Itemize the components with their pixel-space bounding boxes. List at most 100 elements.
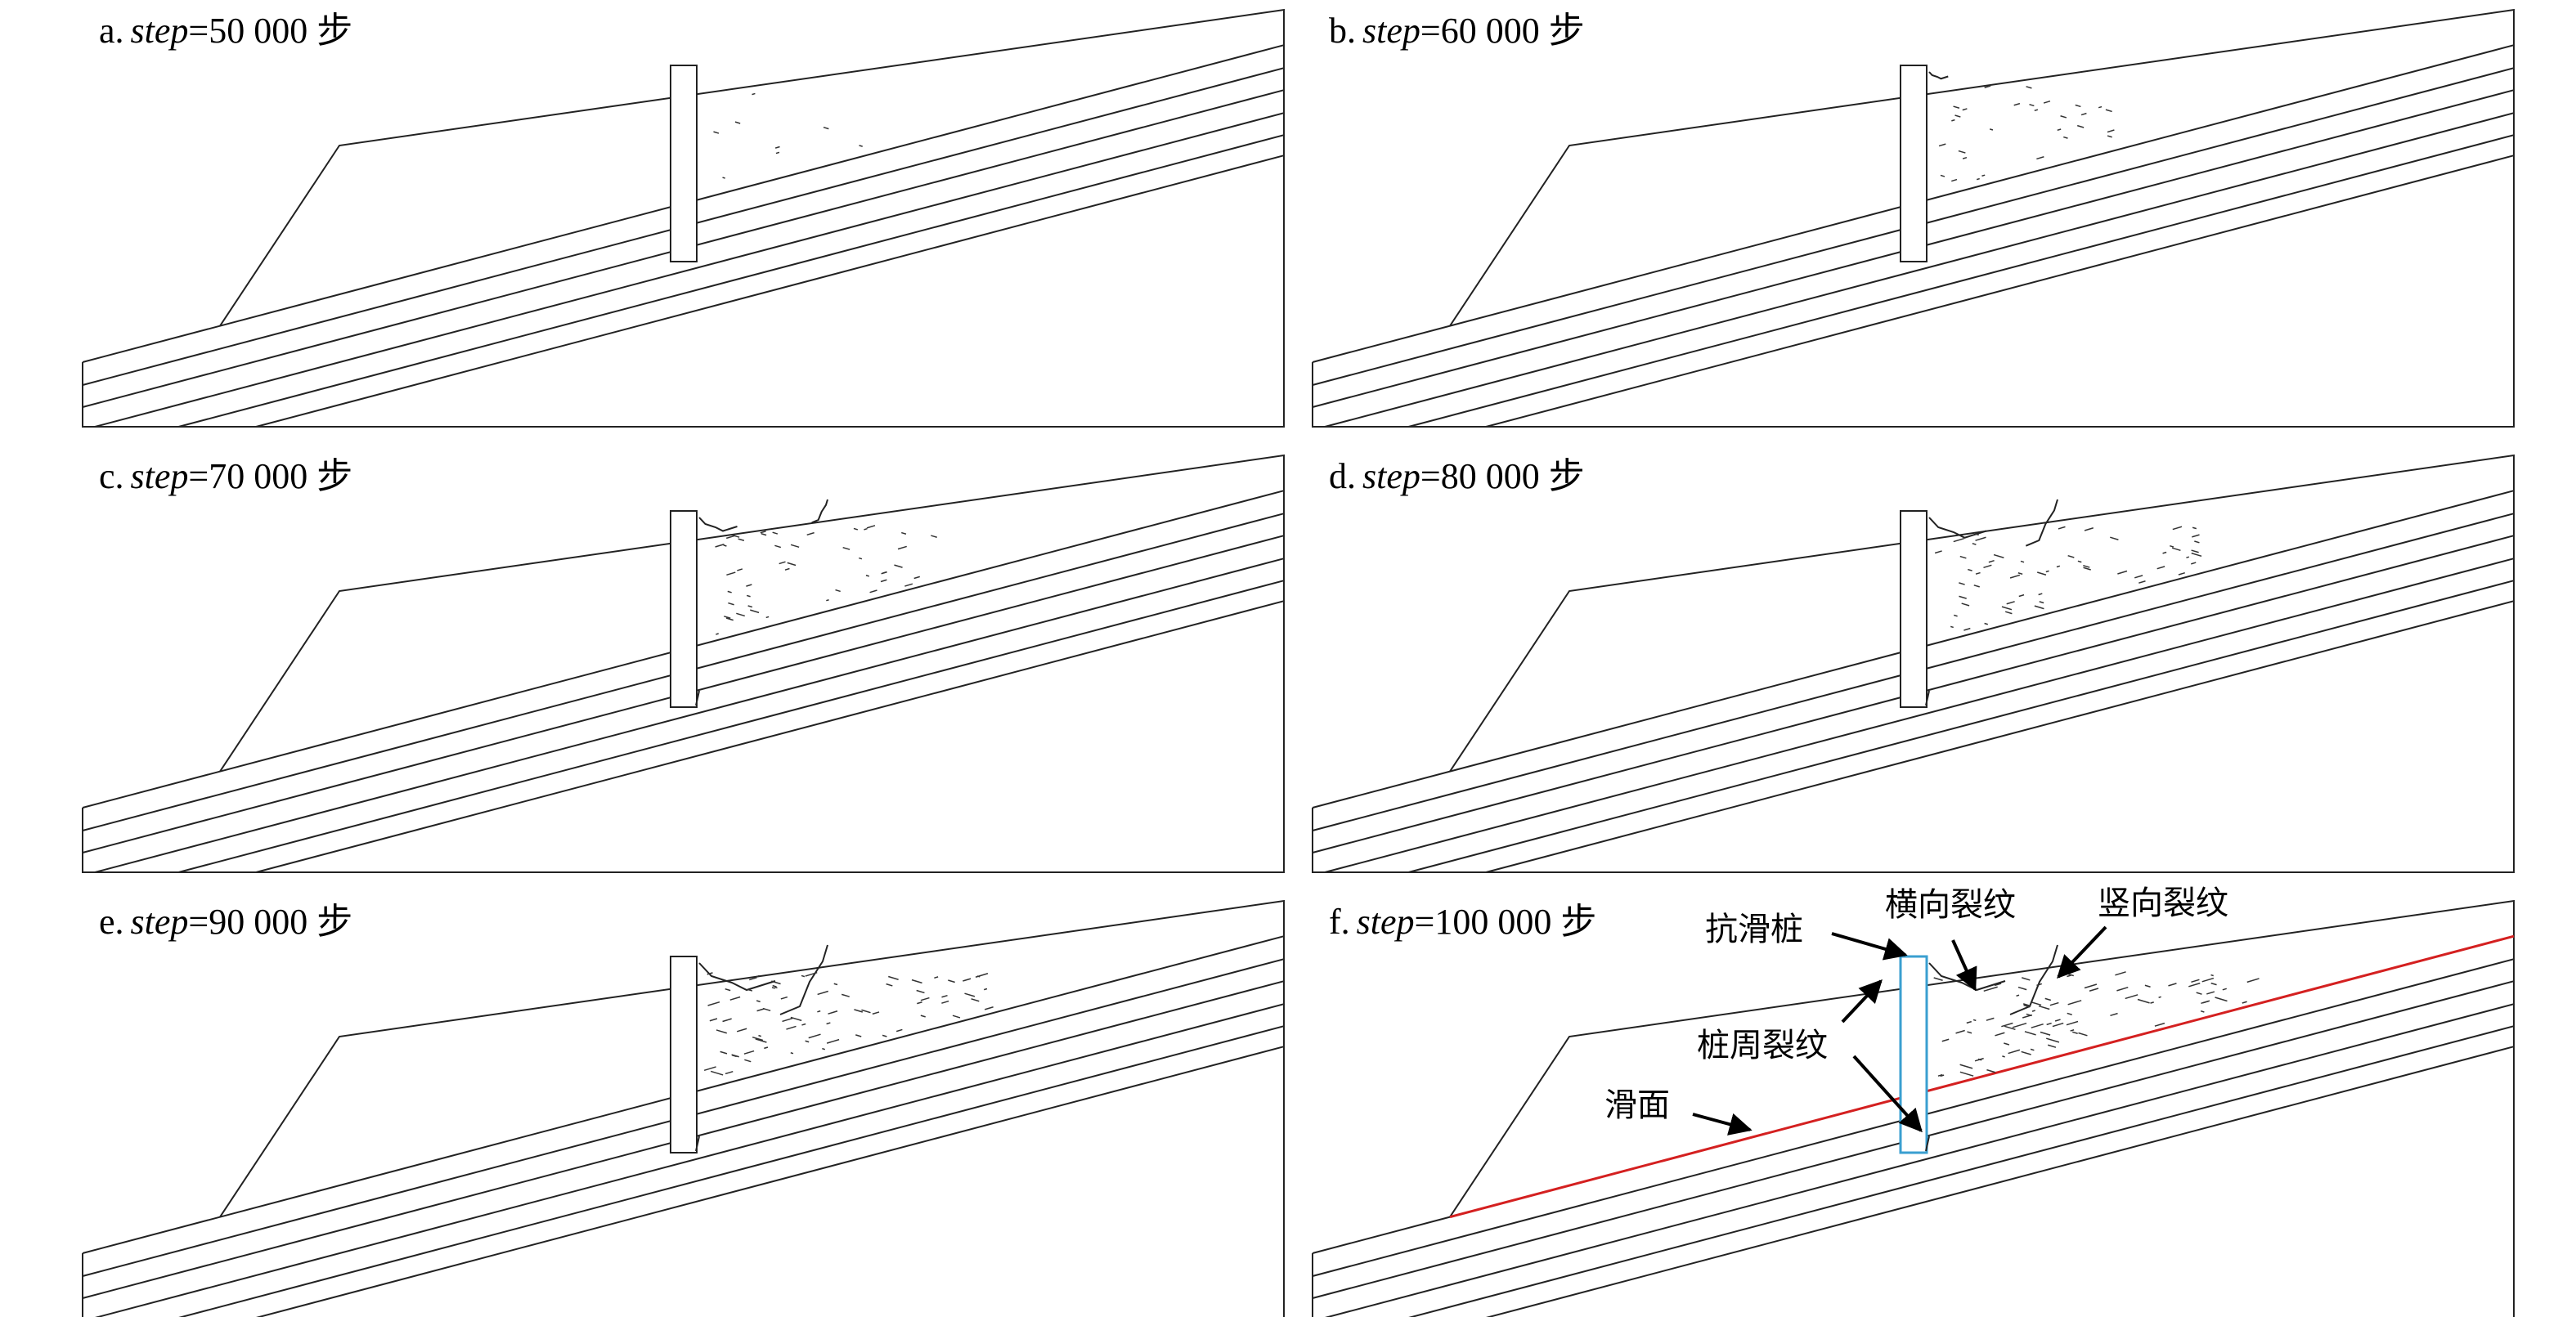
crack-fragment [882,1034,887,1037]
crack-fragment [823,126,829,130]
crack-fragment [1954,114,1961,118]
crack-fragment [2067,1000,2082,1006]
panel-label: e.step=90 000 步 [99,902,352,942]
crack-fragment [2031,1023,2044,1028]
crack-fragment [761,533,767,536]
crack-fragment [2013,102,2021,106]
crack-fragment [2191,552,2202,558]
crack-fragment [750,609,760,614]
crack-fragment [2008,1049,2021,1055]
crack-fragment [1976,177,1980,181]
crack-fragment [1962,156,1968,159]
crack-fragment [755,1038,767,1043]
crack-fragment [2026,86,2032,89]
crack-fragment [2067,554,2075,558]
crack-fragment [2036,156,2044,160]
crack-fragment [2004,1025,2016,1031]
crack-fragment [756,974,760,978]
crack-fragment [2046,1022,2052,1026]
layer-line [94,112,1285,428]
layer-line [255,600,1285,873]
crack-fragment [2012,1022,2027,1028]
crack-fragment [1937,1073,1943,1077]
crack-fragment [817,990,828,996]
label-transverse-crack: 横向裂纹 [1885,886,2016,924]
anti-slide-pile [670,510,698,708]
anti-slide-pile [1900,65,1928,262]
crack-fragment [2052,1022,2064,1028]
crack-fragment [722,177,725,179]
arrow-pile-crack-lower [1852,1055,1923,1133]
crack-fragment [2206,991,2215,995]
crack-fragment [2017,572,2023,576]
crack-fragment [1959,555,1967,559]
layer-line [1485,600,2515,873]
crack-fragment [1975,533,1979,536]
layer-line [178,580,1285,873]
crack-fragment [729,996,741,1001]
crack-fragment [1961,603,1970,607]
crack-fragment [2018,594,2025,598]
crack-fragment [805,971,818,977]
layer-line [178,134,1285,428]
slip-surface-line [1449,934,2515,1219]
crack-fragment [790,1052,794,1055]
crack-fragment [1972,1019,1977,1022]
crack-fragment [1951,178,1958,182]
label-slip-surface: 滑面 [1604,1086,1670,1124]
crack-fragment [1983,986,1998,992]
crack-fragment [872,1011,880,1015]
crack-fragment [2063,136,2068,139]
crack-fragment [1984,85,1991,88]
crack-fragment [826,599,829,602]
layer-line [1324,112,2515,428]
pile-crack [1925,1136,1930,1152]
crack-fragment [743,1050,755,1055]
crack-fragment [2171,547,2181,552]
crack-fragment [2110,1012,2118,1017]
crack-fragment [2188,982,2201,988]
crack-fragment [774,146,780,149]
crack-fragment [2144,984,2151,988]
crack-fragment [2006,601,2015,605]
crack-fragment [2194,540,2200,544]
crack-fragment [1951,119,1955,122]
crack-fragment [1975,536,1986,541]
crack-fragment [720,1050,728,1055]
vertical-crack [2025,499,2058,547]
crack-fragment [2046,1037,2060,1043]
crack-fragment [2191,562,2197,565]
panel-c: c.step=70 000 步 [82,454,1285,873]
crack-fragment [703,1066,716,1072]
crack-fragment [842,546,850,550]
crack-fragment [826,1038,840,1044]
label-pile-crack: 桩周裂纹 [1697,1027,1828,1064]
crack-fragment [2107,129,2115,133]
slope-boundary [82,454,1285,873]
crack-fragment [746,584,752,587]
crack-fragment [2057,128,2062,132]
crack-fragment [1988,559,1995,563]
crack-fragment [1941,1038,1950,1042]
crack-fragment [790,1016,802,1022]
crack-fragment [2054,1019,2061,1022]
crack-fragment [888,975,899,980]
crack-fragment [2040,1031,2051,1036]
crack-fragment [1959,1064,1973,1069]
crack-fragment [841,993,850,997]
crack-fragment [1962,108,1968,111]
crack-fragment [931,535,937,538]
crack-fragment [2036,571,2047,576]
crack-fragment [725,1070,734,1075]
crack-fragment [2117,570,2128,575]
crack-fragment [901,531,907,535]
crack-fragment [2034,605,2044,610]
crack-fragment [1959,582,1965,585]
crack-fragment [709,1018,718,1022]
crack-fragment [1955,1029,1965,1034]
crack-fragment [1953,537,1964,543]
crack-fragment [1959,595,1967,599]
crack-fragment [2036,983,2043,987]
crack-fragment [747,605,753,608]
